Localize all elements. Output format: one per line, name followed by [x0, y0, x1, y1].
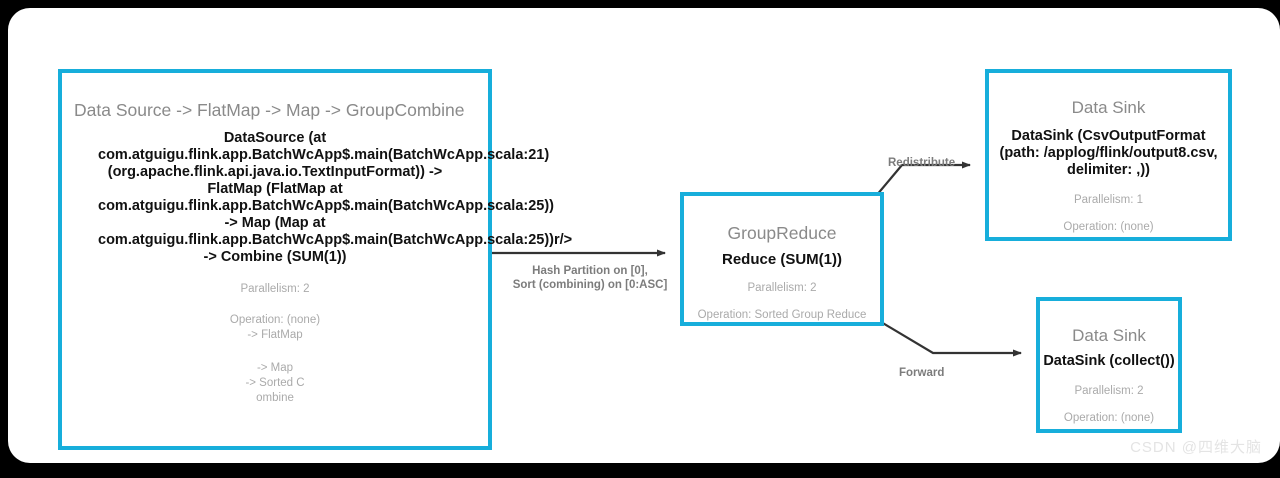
edge-groupreduce-to-sink-csv	[875, 161, 971, 197]
node-data-source[interactable]: Data Source -> FlatMap -> Map -> GroupCo…	[58, 69, 573, 450]
node-data-sink-collect[interactable]: Data Sink DataSink (collect()) Paralleli…	[1036, 297, 1182, 433]
node-sink-collect-body: DataSink (collect())	[1043, 353, 1175, 369]
node-sink-csv-parallelism: Parallelism: 1	[1073, 194, 1144, 206]
edge-label-forward: Forward	[899, 367, 945, 379]
node-groupreduce-operation: Operation: Sorted Group Reduce	[697, 309, 867, 321]
node-data-sink-csv[interactable]: Data Sink DataSink (CsvOutputFormat (pat…	[985, 69, 1232, 241]
node-sink-collect-title: Data Sink	[1072, 326, 1146, 345]
edge-label-hash-partition: Hash Partition on [0], Sort (combining) …	[512, 265, 668, 291]
node-groupreduce-title: GroupReduce	[727, 223, 837, 243]
csdn-watermark: CSDN @四维大脑	[1130, 439, 1262, 456]
diagram-canvas[interactable]: Hash Partition on [0], Sort (combining) …	[8, 8, 1280, 463]
edge-label-redistribute: Redistribute	[888, 157, 956, 169]
edge-layer	[486, 161, 1022, 357]
node-groupreduce-body: Reduce (SUM(1))	[721, 251, 842, 268]
edge-groupreduce-to-sink-collect	[875, 318, 1022, 357]
node-source-body: DataSource (at com.atguigu.flink.app.Bat…	[98, 130, 573, 265]
node-source-title: Data Source -> FlatMap -> Map -> GroupCo…	[74, 100, 465, 120]
node-sink-collect-parallelism: Parallelism: 2	[1074, 385, 1144, 397]
node-source-operation: Operation: (none)	[229, 314, 321, 326]
node-groupreduce-parallelism: Parallelism: 2	[747, 282, 817, 294]
node-source-parallelism: Parallelism: 2	[240, 283, 310, 295]
node-group-reduce[interactable]: GroupReduce Reduce (SUM(1)) Parallelism:…	[680, 192, 884, 326]
node-sink-csv-operation: Operation: (none)	[1063, 221, 1154, 233]
node-sink-collect-operation: Operation: (none)	[1063, 412, 1155, 424]
node-sink-csv-title: Data Sink	[1071, 98, 1146, 117]
node-sink-csv-body: DataSink (CsvOutputFormat (path: /applog…	[999, 128, 1218, 178]
node-source-tail-map-combine: -> Map -> Sorted C ombine	[245, 362, 305, 404]
node-source-tail-flatmap: -> FlatMap	[247, 329, 303, 341]
